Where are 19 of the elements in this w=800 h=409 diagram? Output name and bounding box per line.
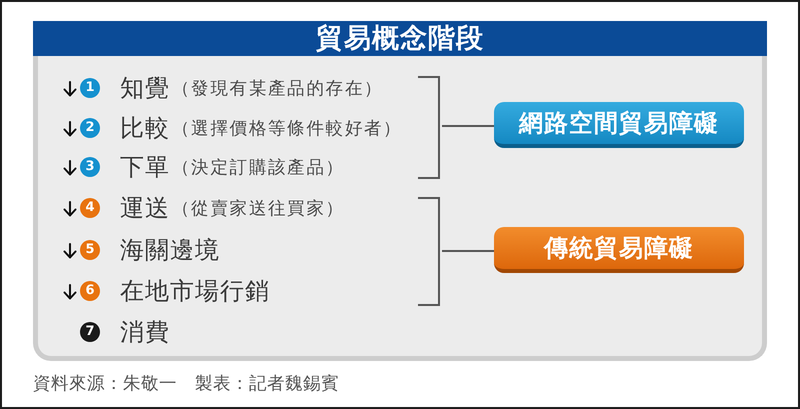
step-note: （選擇價格等條件較好者） bbox=[172, 118, 402, 140]
connector-line bbox=[442, 250, 494, 252]
step-label: 知覺 bbox=[120, 74, 170, 102]
step-label: 消費 bbox=[120, 318, 170, 346]
step-label: 下單 bbox=[120, 153, 170, 181]
source-caption: 資料來源：朱敬一 製表：記者魏錫賓 bbox=[33, 373, 339, 395]
bracket bbox=[418, 76, 442, 179]
title-banner: 貿易概念階段 bbox=[33, 21, 767, 56]
step-note: （從賣家送往買家） bbox=[172, 198, 345, 220]
category-pill: 網路空間貿易障礙 bbox=[494, 102, 744, 148]
step-label: 運送 bbox=[120, 194, 170, 222]
step-label: 比較 bbox=[120, 114, 170, 142]
step-note: （決定訂購該產品） bbox=[172, 157, 345, 179]
step-note: （發現有某產品的存在） bbox=[172, 78, 384, 100]
category-pill: 傳統貿易障礙 bbox=[494, 227, 744, 273]
connector-line bbox=[442, 125, 494, 127]
step-label: 海關邊境 bbox=[120, 236, 220, 264]
step-label: 在地市場行銷 bbox=[120, 277, 270, 305]
bracket bbox=[418, 197, 442, 306]
